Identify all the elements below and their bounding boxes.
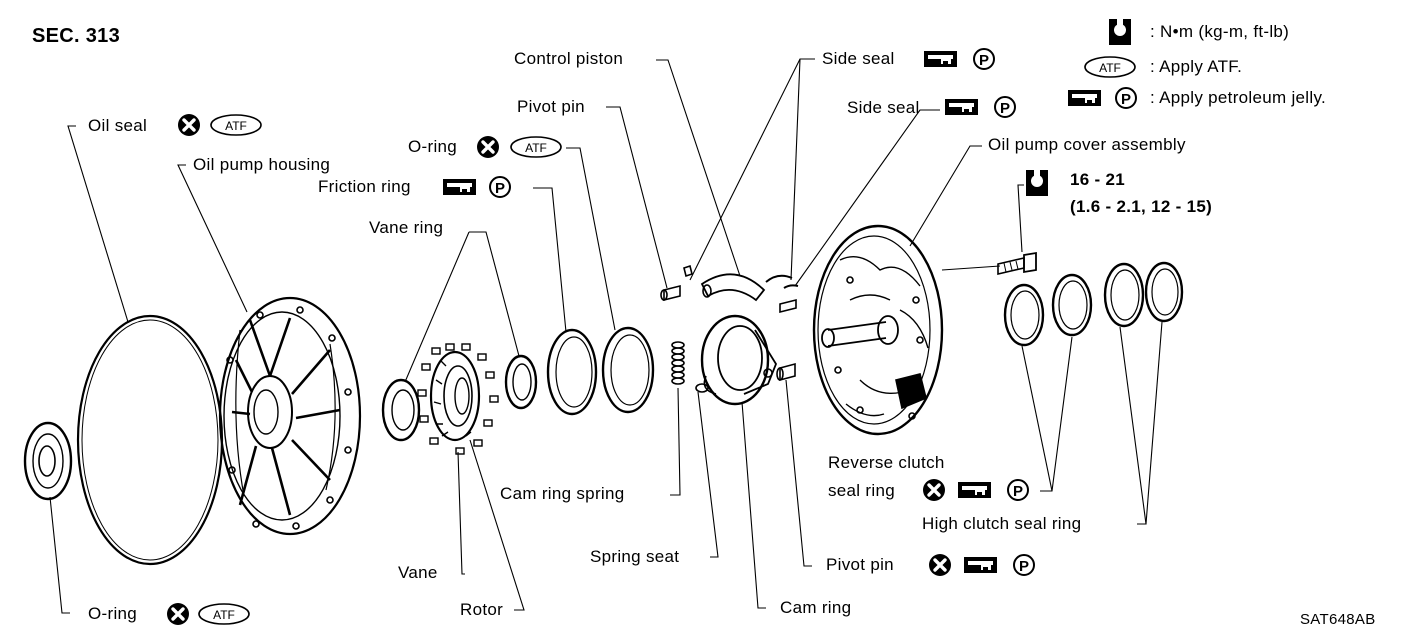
high-clutch-seal-ring-1-part (1103, 262, 1145, 328)
bolt-part (997, 251, 1037, 276)
symbol-texts: ATF P ATF ATF P P P P P ATF (213, 52, 1131, 622)
oil-pump-housing-label: Oil pump housing (193, 155, 331, 174)
reverse-clutch-seal-ring-1-part (1003, 283, 1045, 347)
reverse-clutch-label-line2: seal ring (828, 481, 895, 500)
o-ring-small-part (23, 421, 73, 501)
oil-seal-label: Oil seal (88, 116, 148, 135)
side-seal-label-2: Side seal (847, 98, 920, 117)
torque-spec-line2: (1.6 - 2.1, 12 - 15) (1070, 197, 1213, 216)
high-clutch-seal-ring-label: High clutch seal ring (922, 514, 1082, 533)
legend-atf-text: ATF (1099, 61, 1121, 75)
pivot-pin-bottom-part (776, 362, 796, 382)
vane-ring-right-part (504, 354, 538, 410)
side-seal-label-1: Side seal (822, 49, 895, 68)
o-ring-top-label: O-ring (408, 137, 458, 156)
legend-p-text: P (1121, 91, 1131, 108)
oil-pump-housing-part (218, 296, 362, 536)
oil-seal-ring-part (76, 314, 224, 566)
torque-spec-line1: 16 - 21 (1070, 170, 1126, 189)
spring-seat-part (695, 383, 709, 393)
legend-jelly-label: : Apply petroleum jelly. (1150, 88, 1327, 107)
reverse-clutch-seal-ring-2-part (1051, 273, 1093, 337)
legend-atf-label: : Apply ATF. (1150, 57, 1243, 76)
oil-seal-atf-text: ATF (225, 119, 247, 133)
oil-pump-cover-part (812, 224, 944, 436)
leader-lines (49, 58, 1163, 614)
vane-label: Vane (398, 563, 438, 582)
oil-pump-cover-label: Oil pump cover assembly (988, 135, 1186, 154)
o-ring-bottom-atf-text: ATF (213, 608, 235, 622)
vane-ring-left-part (381, 378, 421, 442)
legend-torque-text: : N•m (kg-m, ft-lb) (1150, 22, 1290, 41)
figure-code: SAT648AB (1300, 611, 1376, 628)
side-seal-1-p-text: P (979, 52, 989, 69)
section-title: SEC. 313 (32, 25, 121, 47)
rotor-label: Rotor (460, 600, 504, 619)
friction-ring-p-text: P (495, 180, 505, 197)
pivot-pin-top-label: Pivot pin (517, 97, 585, 116)
o-ring-top-atf-text: ATF (525, 141, 547, 155)
o-ring-bottom-label: O-ring (88, 604, 138, 623)
vanes-part (417, 343, 499, 455)
parts-group (23, 224, 1184, 566)
control-piston-part (700, 273, 766, 302)
o-ring-part (601, 326, 655, 414)
vane-ring-label: Vane ring (369, 218, 444, 237)
cam-ring-spring-part (671, 341, 685, 385)
pivot-pin-bottom-p-text: P (1019, 558, 1029, 575)
reverse-clutch-p-text: P (1013, 483, 1023, 500)
rotor-part (429, 350, 481, 442)
friction-ring-label: Friction ring (318, 177, 411, 196)
friction-ring-part (546, 328, 598, 416)
cam-ring-spring-label: Cam ring spring (500, 484, 625, 503)
side-seals-part (765, 274, 799, 314)
spring-seat-label: Spring seat (590, 547, 680, 566)
pivot-pin-bottom-label: Pivot pin (826, 555, 894, 574)
reverse-clutch-label-line1: Reverse clutch (828, 453, 945, 472)
cam-ring-part (700, 314, 778, 406)
high-clutch-seal-ring-2-part (1144, 261, 1184, 323)
cam-ring-label: Cam ring (780, 598, 852, 617)
symbols (165, 19, 1137, 627)
control-piston-label: Control piston (514, 49, 624, 68)
pivot-pin-top-part (660, 264, 693, 302)
side-seal-2-p-text: P (1000, 100, 1010, 117)
